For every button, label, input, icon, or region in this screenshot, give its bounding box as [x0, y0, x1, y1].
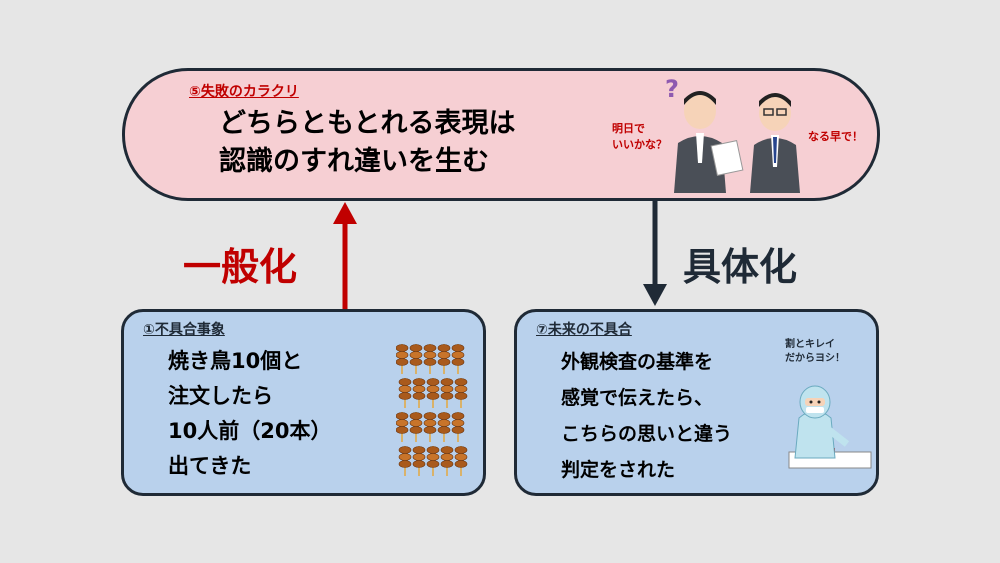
generalize-label: 一般化: [183, 245, 298, 289]
inspector-speech-line-1: 割とキレイ: [785, 339, 835, 350]
inspector-speech: 割とキレイ だからヨシ！: [785, 338, 845, 366]
defect-line-4: 出てきた: [168, 454, 252, 478]
future-line-1: 外観検査の基準を: [561, 351, 714, 373]
generalize-arrow: [333, 202, 357, 309]
future-line-3: こちらの思いと違う: [561, 423, 733, 445]
skewer-icon: [426, 446, 440, 476]
speech-bubble-right: なる早で！: [808, 130, 863, 143]
defect-event-text: 焼き鳥10個と 注文したら 10人前（20本） 出てきた: [168, 344, 331, 484]
skewer-icon: [409, 344, 423, 374]
mechanism-line-2: 認識のすれ違いを生む: [219, 146, 489, 177]
skewer-icon: [423, 344, 437, 374]
future-line-4: 判定をされた: [561, 459, 676, 481]
skewer-icon: [409, 412, 423, 442]
future-defect-text: 外観検査の基準を 感覚で伝えたら、 こちらの思いと違う 判定をされた: [561, 344, 732, 488]
speech-left-line-2: いいかな？: [612, 138, 667, 151]
skewer-icon: [454, 446, 468, 476]
mechanism-line-1: どちらともとれる表現は: [219, 108, 516, 139]
defect-line-3: 10人前（20本）: [168, 419, 332, 443]
future-defect-heading: ⑦未来の不具合: [536, 322, 632, 338]
concretize-arrow: [643, 201, 667, 306]
speech-left-line-1: 明日で: [612, 122, 645, 135]
skewer-icon: [398, 378, 412, 408]
skewer-icon: [454, 378, 468, 408]
mechanism-text: どちらともとれる表現は 認識のすれ違いを生む: [219, 105, 515, 181]
skewer-icon: [423, 412, 437, 442]
inspector-speech-line-2: だからヨシ！: [785, 353, 845, 364]
mechanism-heading: ⑤失敗のカラクリ: [189, 84, 299, 100]
question-mark-icon: ?: [665, 75, 679, 103]
future-line-2: 感覚で伝えたら、: [561, 387, 714, 409]
speech-bubble-left: 明日で いいかな？: [612, 121, 667, 153]
defect-event-heading: ①不具合事象: [143, 322, 225, 338]
skewer-icon: [398, 446, 412, 476]
skewer-icon: [437, 412, 451, 442]
skewer-icon: [396, 344, 409, 374]
skewer-icon: [451, 344, 465, 374]
defect-line-1: 焼き鳥10個と: [168, 349, 303, 373]
mechanism-box: ⑤失敗のカラクリ どちらともとれる表現は 認識のすれ違いを生む 明日で いいかな…: [122, 68, 880, 201]
skewer-icon: [396, 412, 409, 442]
businessmen-illustration-icon: [674, 91, 800, 193]
yakitori-skewers-icon: [396, 344, 468, 476]
skewer-icon: [451, 412, 465, 442]
skewer-icon: [412, 378, 426, 408]
concretize-label: 具体化: [683, 245, 798, 289]
skewer-icon: [426, 378, 440, 408]
skewer-icon: [440, 446, 454, 476]
future-defect-box: ⑦未来の不具合 外観検査の基準を 感覚で伝えたら、 こちらの思いと違う 判定をさ…: [514, 309, 879, 496]
skewer-icon: [440, 378, 454, 408]
skewer-icon: [437, 344, 451, 374]
defect-event-box: ①不具合事象 焼き鳥10個と 注文したら 10人前（20本） 出てきた: [121, 309, 486, 496]
inspector-illustration-icon: [788, 385, 872, 469]
defect-line-2: 注文したら: [168, 384, 273, 408]
skewer-icon: [412, 446, 426, 476]
